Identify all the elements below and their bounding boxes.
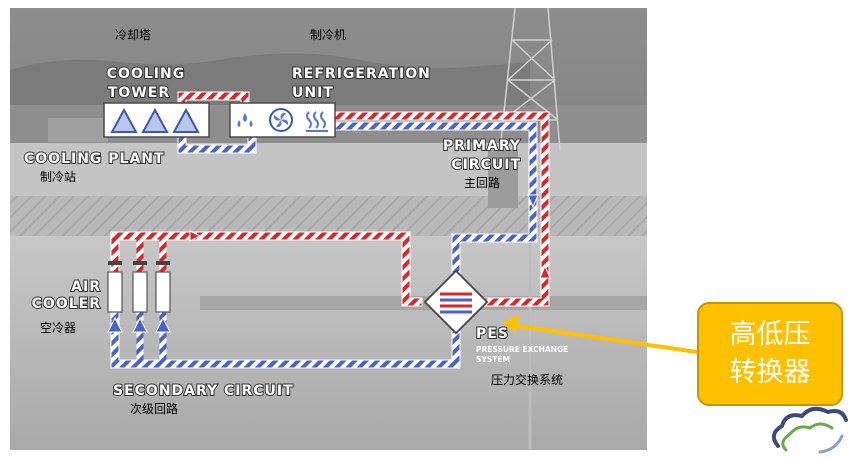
pes-sublabel-line2: SYSTEM [476, 355, 510, 364]
air-cooler-cap [108, 261, 122, 265]
cloud-logo-icon [771, 406, 848, 454]
pressure-converter-callout: 高低压 转换器 [697, 302, 843, 406]
refrigeration-unit-label-line1: REFRIGERATION [292, 66, 431, 82]
tower-cold-pipe [178, 133, 256, 153]
secondary-hot-pipe [111, 232, 422, 306]
secondary-circuit-label: SECONDARY CIRCUIT [113, 383, 294, 399]
tower-triangle-icon [172, 107, 200, 133]
primary-circuit-label-cn: 主回路 [464, 175, 500, 190]
lower-hall [10, 236, 647, 450]
flow-arrow-cooler-2 [132, 316, 148, 333]
flow-arrow-primary-cold [527, 194, 539, 209]
refrigeration-unit-label-line2: UNIT [292, 85, 334, 101]
flow-arrow-secondary-hot [189, 230, 202, 242]
secondary-hot-branches [136, 232, 167, 276]
cooling-plant-label-cn: 制冷站 [40, 170, 76, 184]
primary-circuit-label-line2: CIRCUIT [451, 157, 521, 173]
air-cooler-label-cn: 空冷器 [40, 321, 76, 335]
flow-arrow-cooler-1 [107, 316, 123, 333]
water-drops-icon [237, 113, 253, 127]
air-cooler-unit [107, 271, 123, 313]
callout-line2: 转换器 [729, 357, 811, 388]
pes-stripes [440, 292, 472, 314]
pes-box [423, 269, 489, 335]
tower-hot-pipe [178, 92, 249, 107]
flow-arrow-cooler-3 [155, 316, 171, 333]
cooling-tower-label-line1: COOLING [107, 66, 185, 82]
primary-hot-pipe [331, 112, 549, 306]
air-cooler-cap [156, 261, 170, 265]
refrigeration-unit [229, 102, 336, 138]
refrigeration-unit-label-cn: 制冷机 [310, 28, 346, 42]
air-cooler-unit [132, 271, 148, 313]
shaft-column [488, 150, 518, 208]
fan-icon [269, 108, 293, 132]
flow-arrow-primary-hot [539, 264, 551, 279]
air-cooler-label-line2: COOLER [32, 296, 101, 312]
cooling-tower [103, 102, 210, 138]
tunnel-pipe [200, 296, 647, 310]
tower-triangle-icon [141, 107, 169, 133]
hatched-floor [10, 196, 647, 236]
air-cooler-unit [155, 271, 171, 313]
air-coolers [107, 261, 171, 313]
flow-arrows [107, 194, 551, 333]
hills [10, 53, 530, 110]
heat-waves-icon [306, 111, 328, 132]
pes-label-cn: 压力交换系统 [491, 372, 563, 387]
callout-arrow [502, 314, 698, 354]
pes-sublabel-line1: PRESSURE EXCHANGE [476, 345, 568, 354]
primary-cold-pipe [331, 122, 537, 274]
primary-circuit-label-line1: PRIMARY [443, 138, 521, 154]
callout-line1: 高低压 [729, 319, 811, 350]
secondary-circuit-label-cn: 次级回路 [130, 401, 178, 416]
pes-label: PES [476, 326, 509, 342]
pipes [110, 91, 550, 369]
building [48, 118, 108, 142]
air-cooler-label-line1: AIR [71, 279, 101, 295]
air-cooler-cap [133, 261, 147, 265]
secondary-cold-pipe [111, 312, 460, 368]
cooling-plant-label: COOLING PLANT [24, 151, 165, 167]
tower-triangle-icon [110, 107, 138, 133]
pes-exchanger [423, 269, 489, 335]
cooling-tower-label-cn: 冷却塔 [115, 28, 151, 42]
cooling-tower-label-line2: TOWER [108, 85, 170, 101]
